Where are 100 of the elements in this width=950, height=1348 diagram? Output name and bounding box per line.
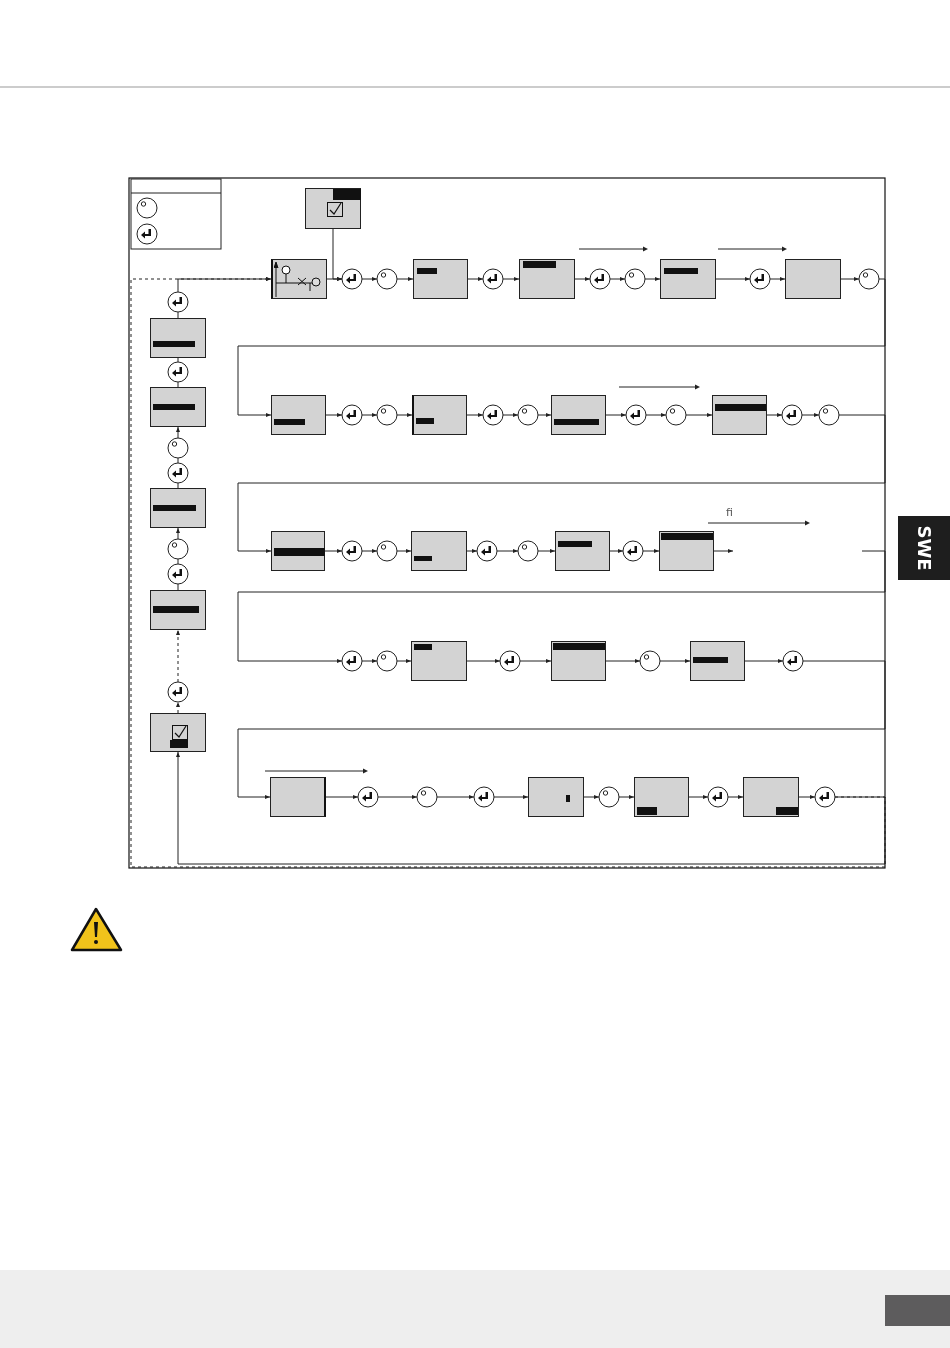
connector-arrow [324,549,343,553]
connector-arrow [605,659,641,663]
connector-arrow [727,795,744,799]
connector-arrow [396,277,414,281]
rotary-knob-icon [376,404,398,426]
connector-arrow [377,795,418,799]
connector-arrow [396,549,412,553]
rotary-knob-icon [818,404,840,426]
display-screen [660,259,716,299]
connector-arrow [644,277,661,281]
display-screen [150,488,206,528]
connector-arrow [715,277,751,281]
enter-key-icon [482,268,504,290]
display-screen [150,590,206,630]
display-screen [551,395,606,435]
connector-arrow [176,629,180,683]
rotary-knob-icon [167,437,189,459]
connector-arrow [583,795,600,799]
rotary-knob-icon [858,268,880,290]
enter-key-icon [341,650,363,672]
rotary-knob-icon [665,404,687,426]
display-screen [270,777,326,817]
connector-arrow [502,413,519,417]
display-screen [634,777,689,817]
display-screen [411,531,467,571]
enter-key-icon [782,650,804,672]
enter-key-icon [341,540,363,562]
connector-arrow [574,277,591,281]
enter-key-icon [167,563,189,585]
connector-arrow [642,549,660,553]
display-screen [411,641,467,681]
display-screen [305,188,361,229]
display-screen [150,318,206,358]
enter-key-icon [589,268,611,290]
connector-arrow [361,413,378,417]
connector-arrow [496,549,519,553]
connector-arrow [609,277,626,281]
enter-key-icon [482,404,504,426]
connector-arrow [237,550,886,663]
connector-arrow [537,549,556,553]
enter-key-icon [749,268,771,290]
enter-key-icon [781,404,803,426]
connector-arrow [396,659,412,663]
display-screen [271,531,325,571]
connector-arrow [766,413,783,417]
rotary-knob-icon [416,786,438,808]
connector-arrow [645,413,667,417]
enter-key-icon [707,786,729,808]
connector-arrow [537,413,552,417]
enter-key-icon [499,650,521,672]
connector-arrow [798,795,816,799]
connector-arrow [769,277,786,281]
rotary-knob-icon [167,538,189,560]
connector-arrow [659,659,691,663]
connector-arrow [688,795,709,799]
enter-key-icon [814,786,836,808]
display-screen [413,259,468,299]
enter-key-icon [357,786,379,808]
connector-arrow [519,659,552,663]
connector-arrow [176,751,886,865]
enter-key-icon [341,404,363,426]
enter-key-icon [167,681,189,703]
display-screen [690,641,745,681]
connector-arrow [466,659,501,663]
connector-arrow [466,413,484,417]
rotary-knob-icon [376,540,398,562]
display-screen [412,395,467,435]
display-screen [528,777,584,817]
rotary-knob-icon [624,268,646,290]
enter-key-icon [167,361,189,383]
connector-arrow [361,549,378,553]
connector-arrow [326,277,343,281]
display-screen [712,395,767,435]
connector-arrow [467,277,484,281]
enter-key-icon [473,786,495,808]
connector-arrow [618,795,635,799]
connector-arrow [609,549,624,553]
connector-arrow [237,278,886,417]
connector-arrow [237,414,886,553]
connector-arrow [840,277,860,281]
display-screen [551,641,606,681]
rotary-knob-icon [376,650,398,672]
connector-arrow [176,701,180,714]
rotary-knob-icon [376,268,398,290]
connector-arrow [237,660,886,799]
connector-arrow [325,413,343,417]
connector-arrow [744,659,784,663]
connector-arrow [493,795,529,799]
rotary-knob-icon [517,404,539,426]
enter-key-icon [167,291,189,313]
enter-key-icon [622,540,644,562]
enter-key-icon [167,462,189,484]
display-screen [555,531,610,571]
display-screen [271,395,326,435]
connector-arrow [361,277,378,281]
connector-arrow [436,795,475,799]
connector-arrow [325,795,359,799]
display-screen [743,777,799,817]
connector-arrow [801,413,820,417]
rotary-knob-icon [639,650,661,672]
